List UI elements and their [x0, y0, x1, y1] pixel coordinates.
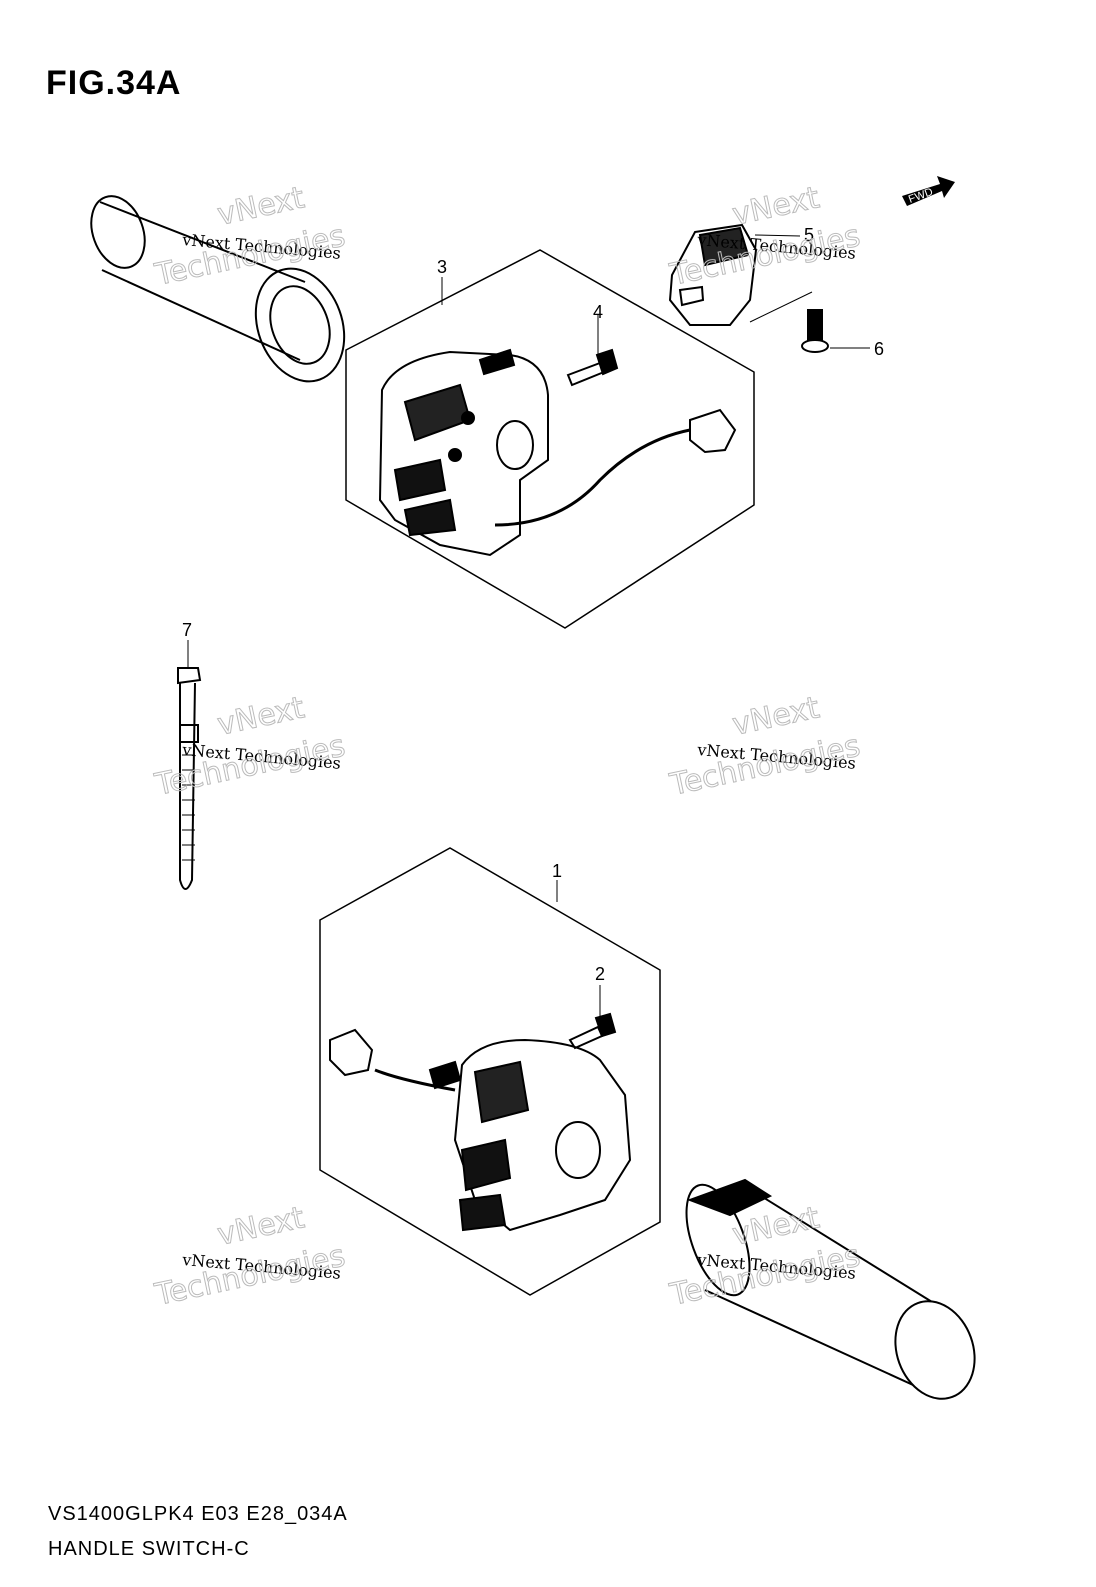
callout-5: 5 — [804, 225, 814, 245]
svg-text:Technologies: Technologies — [666, 219, 863, 294]
callout-1: 1 — [552, 861, 562, 881]
svg-text:Technologies: Technologies — [151, 219, 348, 294]
part-1-box — [319, 847, 661, 1296]
part-7-cable-tie — [177, 640, 202, 890]
part-3-box — [345, 249, 755, 629]
part-2-screw — [568, 985, 617, 1050]
svg-text:vNext: vNext — [214, 180, 307, 233]
fwd-label: FWD — [907, 186, 935, 206]
svg-text:Technologies: Technologies — [666, 1239, 863, 1314]
svg-text:vNext: vNext — [729, 690, 822, 743]
right-grip — [685, 1178, 976, 1400]
svg-text:vNext: vNext — [214, 1200, 307, 1253]
figure-title: FIG.34A — [46, 64, 182, 102]
left-grip — [90, 195, 346, 383]
callout-3: 3 — [437, 257, 447, 277]
svg-text:Technologies: Technologies — [666, 729, 863, 804]
callout-2: 2 — [595, 964, 605, 984]
svg-text:vNext: vNext — [214, 690, 307, 743]
left-handle-switch — [329, 1028, 632, 1232]
part-6-screw — [801, 309, 870, 353]
callout-4: 4 — [593, 302, 603, 322]
svg-text:Technologies: Technologies — [151, 1239, 348, 1314]
callout-7: 7 — [182, 620, 192, 640]
right-handle-switch — [378, 348, 737, 557]
footer-code: VS1400GLPK4 E03 E28_034A — [48, 1503, 348, 1525]
callout-6: 6 — [874, 339, 884, 359]
fwd-arrow-icon: FWD — [902, 176, 955, 206]
part-4-screw — [566, 315, 619, 387]
part-5-switch — [668, 223, 813, 326]
footer-name: HANDLE SWITCH-C — [48, 1538, 250, 1560]
